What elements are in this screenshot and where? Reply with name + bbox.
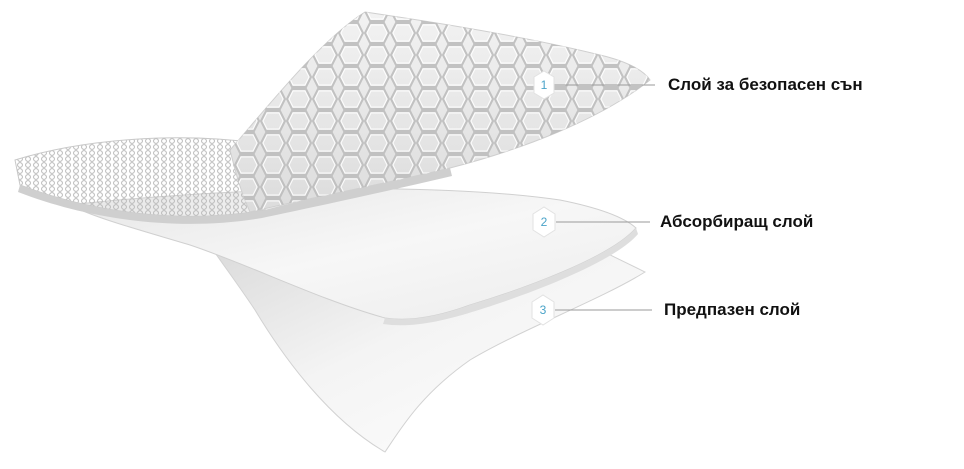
layer-label-protective: Предпазен слой [664, 300, 801, 319]
layer-label-safe-sleep: Слой за безопасен сън [668, 75, 863, 94]
layer-marker-2: 2 [532, 206, 556, 238]
layer-marker-1-number: 1 [541, 78, 548, 92]
layer-marker-1: 1 [533, 70, 555, 100]
layer-label-absorbent: Абсорбиращ слой [660, 212, 814, 231]
layer-marker-3-number: 3 [540, 303, 547, 317]
layer-marker-3: 3 [531, 294, 555, 326]
layer-marker-2-number: 2 [541, 215, 548, 229]
